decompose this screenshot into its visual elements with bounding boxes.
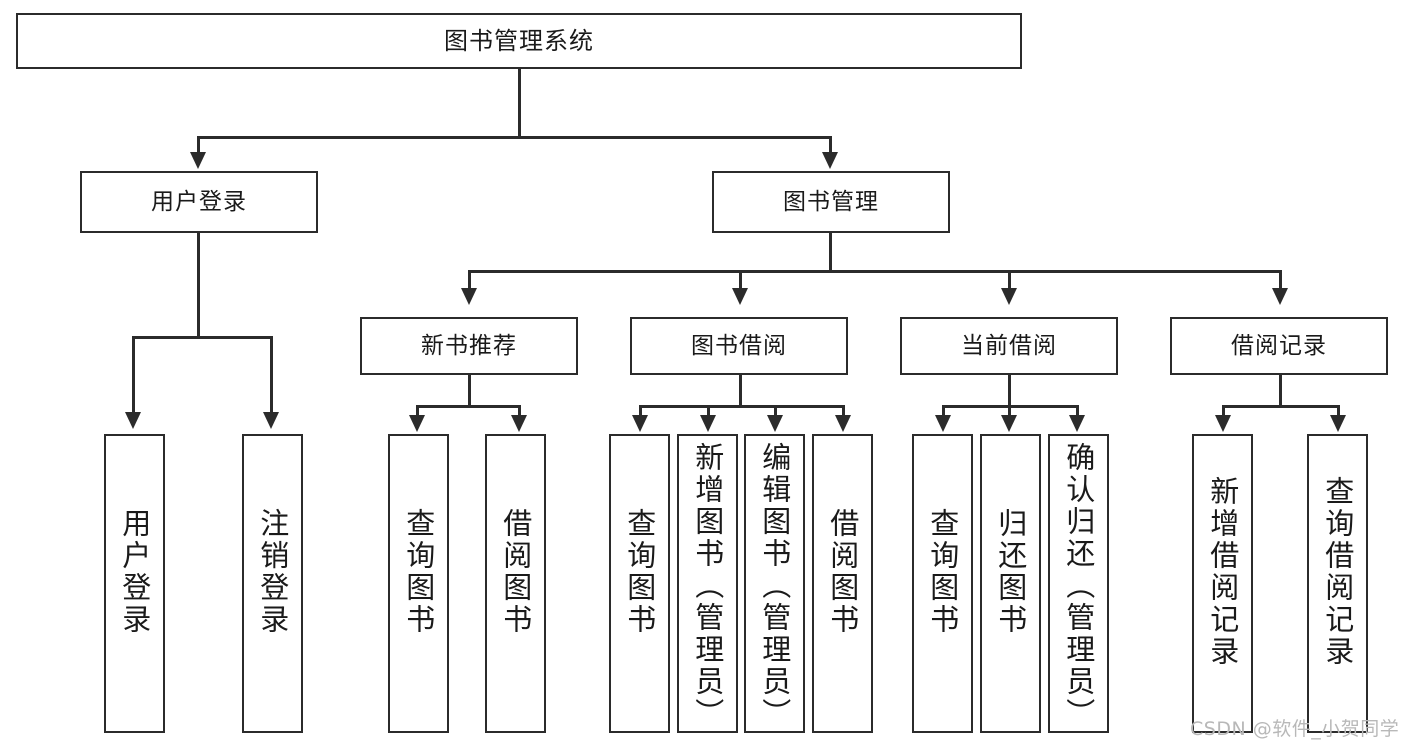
node-label: 注销登录 xyxy=(255,508,290,636)
connector-bb-child-4 xyxy=(842,405,845,419)
arrow-down-icon xyxy=(935,415,951,432)
arrow-down-icon xyxy=(1001,288,1017,305)
connector-nbr-child-1 xyxy=(416,405,419,419)
connector-bb-child-1 xyxy=(639,405,642,419)
connector-bb-bus xyxy=(639,405,844,408)
connector-br-child-2 xyxy=(1337,405,1340,419)
leaf-user-login[interactable]: 用户登录 xyxy=(104,434,165,733)
leaf-br-query-record[interactable]: 查询借阅记录 xyxy=(1307,434,1368,733)
connector-user-login-child-1 xyxy=(132,336,135,416)
connector-nbr-stem xyxy=(468,375,471,407)
connector-cb-child-3 xyxy=(1076,405,1079,419)
leaf-bb-borrow-book[interactable]: 借阅图书 xyxy=(812,434,873,733)
node-borrow-record[interactable]: 借阅记录 xyxy=(1170,317,1388,375)
node-label: 查询图书 xyxy=(622,508,657,636)
node-user-login[interactable]: 用户登录 xyxy=(80,171,318,233)
connector-user-login-child-2 xyxy=(270,336,273,416)
connector-bm-child-2 xyxy=(739,270,742,292)
leaf-cb-query-book[interactable]: 查询图书 xyxy=(912,434,973,733)
connector-bm-child-4 xyxy=(1279,270,1282,292)
arrow-down-icon xyxy=(1069,415,1085,432)
connector-user-login-stem xyxy=(197,233,200,337)
leaf-cb-return-book[interactable]: 归还图书 xyxy=(980,434,1041,733)
connector-cb-stem xyxy=(1008,375,1011,407)
node-label: 借阅图书 xyxy=(825,508,860,636)
node-label: 查询图书 xyxy=(925,508,960,636)
connector-book-management-bus xyxy=(468,270,1282,273)
connector-bb-child-2 xyxy=(707,405,710,419)
leaf-bb-add-book-admin[interactable]: 新增图书（管理员） xyxy=(677,434,738,733)
arrow-down-icon xyxy=(732,288,748,305)
node-label: 查询借阅记录 xyxy=(1320,476,1355,668)
leaf-nbr-query-book[interactable]: 查询图书 xyxy=(388,434,449,733)
arrow-down-icon xyxy=(1272,288,1288,305)
arrow-down-icon xyxy=(190,152,206,169)
node-label: 用户登录 xyxy=(117,508,152,636)
connector-cb-child-2 xyxy=(1008,405,1011,419)
node-current-borrow[interactable]: 当前借阅 xyxy=(900,317,1118,375)
arrow-down-icon xyxy=(700,415,716,432)
leaf-bb-query-book[interactable]: 查询图书 xyxy=(609,434,670,733)
connector-root-to-book-management xyxy=(829,136,832,156)
connector-bb-stem xyxy=(739,375,742,407)
arrow-down-icon xyxy=(632,415,648,432)
node-label: 新增借阅记录 xyxy=(1205,476,1240,668)
connector-root-stem xyxy=(518,69,521,137)
arrow-down-icon xyxy=(409,415,425,432)
node-label: 当前借阅 xyxy=(961,332,1057,359)
node-book-management[interactable]: 图书管理 xyxy=(712,171,950,233)
node-label: 图书借阅 xyxy=(691,332,787,359)
arrow-down-icon xyxy=(822,152,838,169)
node-root-book-management-system[interactable]: 图书管理系统 xyxy=(16,13,1022,69)
leaf-br-add-record[interactable]: 新增借阅记录 xyxy=(1192,434,1253,733)
connector-bb-child-3 xyxy=(774,405,777,419)
connector-nbr-bus xyxy=(416,405,521,408)
node-book-borrow[interactable]: 图书借阅 xyxy=(630,317,848,375)
node-label: 用户登录 xyxy=(151,188,247,215)
connector-br-child-1 xyxy=(1222,405,1225,419)
node-label: 归还图书 xyxy=(993,508,1028,636)
connector-br-bus xyxy=(1222,405,1340,408)
connector-bm-child-3 xyxy=(1008,270,1011,292)
node-label: 新书推荐 xyxy=(421,332,517,359)
leaf-cb-confirm-return-admin[interactable]: 确认归还（管理员） xyxy=(1048,434,1109,733)
connector-bm-child-1 xyxy=(468,270,471,292)
leaf-logout[interactable]: 注销登录 xyxy=(242,434,303,733)
connector-user-login-bus xyxy=(132,336,272,339)
node-label: 确认归还（管理员） xyxy=(1061,442,1096,730)
arrow-down-icon xyxy=(263,412,279,429)
arrow-down-icon xyxy=(511,415,527,432)
node-new-book-recommend[interactable]: 新书推荐 xyxy=(360,317,578,375)
connector-nbr-child-2 xyxy=(518,405,521,419)
arrow-down-icon xyxy=(1001,415,1017,432)
node-label: 新增图书（管理员） xyxy=(690,442,725,730)
connector-book-management-stem xyxy=(829,233,832,273)
arrow-down-icon xyxy=(125,412,141,429)
node-label: 借阅图书 xyxy=(498,508,533,636)
leaf-nbr-borrow-book[interactable]: 借阅图书 xyxy=(485,434,546,733)
arrow-down-icon xyxy=(1330,415,1346,432)
leaf-bb-edit-book-admin[interactable]: 编辑图书（管理员） xyxy=(744,434,805,733)
arrow-down-icon xyxy=(767,415,783,432)
connector-root-to-user-login xyxy=(197,136,200,156)
node-label: 图书管理 xyxy=(783,188,879,215)
arrow-down-icon xyxy=(835,415,851,432)
node-label: 查询图书 xyxy=(401,508,436,636)
node-label: 借阅记录 xyxy=(1231,332,1327,359)
connector-cb-child-1 xyxy=(942,405,945,419)
connector-br-stem xyxy=(1279,375,1282,407)
connector-root-bus xyxy=(197,136,831,139)
node-label: 编辑图书（管理员） xyxy=(757,442,792,730)
arrow-down-icon xyxy=(461,288,477,305)
arrow-down-icon xyxy=(1215,415,1231,432)
node-label: 图书管理系统 xyxy=(444,27,594,55)
